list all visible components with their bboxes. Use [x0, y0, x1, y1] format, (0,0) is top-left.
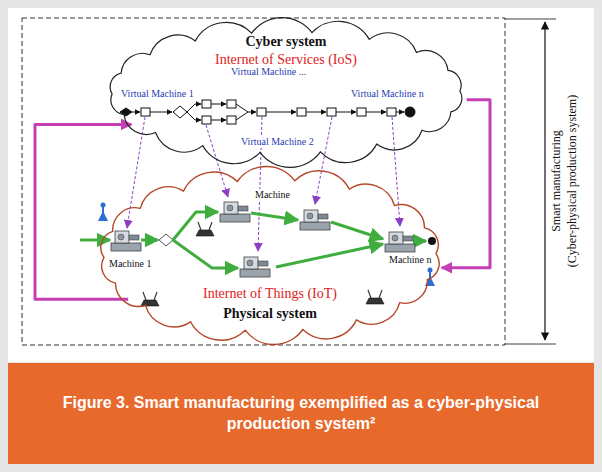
material-flow-part [141, 239, 158, 242]
service-chain-part [257, 108, 266, 116]
dashed-frame [22, 18, 505, 345]
scope-label: Smart manufacturing [550, 129, 564, 233]
cloud-subtitle: Internet of Things (IoT) [203, 286, 337, 302]
service-chain-part [211, 120, 226, 121]
material-flow-part [173, 240, 238, 268]
mapping-lines-part [392, 117, 400, 226]
machine-icons-part [385, 232, 415, 252]
service-chain-part [396, 112, 404, 113]
material-flow-part [428, 237, 436, 245]
router-icons-part [196, 222, 214, 236]
service-chain [120, 100, 415, 124]
service-chain-part [327, 108, 336, 116]
machine-icons-part [220, 202, 250, 222]
dashed-frame-part [22, 18, 505, 345]
virtual-machine-label: Virtual Machine 2 [240, 136, 315, 148]
service-chain-part [227, 100, 236, 108]
service-chain-part [306, 112, 326, 113]
service-chain-part [173, 106, 187, 118]
material-flow-part [173, 212, 218, 240]
virtual-machine-label: Virtual Machine 1 [120, 88, 195, 100]
figure-caption: Figure 3. Smart manufacturing exemplifie… [31, 393, 571, 435]
cloud-outline-path [101, 167, 439, 345]
material-flow-part [159, 234, 173, 246]
service-chain-part [227, 116, 236, 124]
material-flow-part [80, 239, 110, 242]
scope-label: (Cyber-physical production system) [566, 94, 580, 268]
feedback-arrow [442, 100, 490, 268]
service-chain-part [236, 104, 256, 112]
machine-label: Machine [254, 189, 291, 201]
antenna-icons-part [98, 203, 108, 222]
machine-icons-part [240, 257, 270, 277]
service-chain-part [211, 104, 226, 105]
antenna-icons [98, 203, 435, 287]
service-chain-part [336, 112, 356, 113]
service-chain-part [202, 100, 211, 108]
router-icons-part [141, 292, 159, 306]
machine-icons-part [300, 210, 330, 230]
service-chain-part [405, 107, 415, 117]
machine-icons [111, 202, 415, 277]
mapping-lines-part [315, 117, 332, 204]
material-flow-part [331, 222, 383, 239]
cloud-title: Physical system [223, 306, 317, 322]
service-chain-part [357, 108, 366, 116]
service-chain-part [187, 112, 201, 120]
scope-arrow-part [505, 19, 556, 20]
router-icons [141, 222, 384, 306]
service-chain-part [187, 104, 201, 112]
machine-label: Machine n [388, 254, 433, 266]
scope-arrow [505, 19, 556, 344]
service-chain-part [236, 112, 248, 120]
service-chain-part [132, 112, 140, 113]
service-chain-part [297, 108, 306, 116]
material-flow-part [251, 213, 298, 220]
material-flow-part [276, 244, 383, 267]
service-chain-part [266, 112, 296, 113]
virtual-machine-label: Virtual Machine ... [230, 66, 307, 78]
virtual-machine-label: Virtual Machine n [350, 88, 425, 100]
cloud-title: Cyber system [245, 34, 326, 50]
material-flow-part [416, 240, 426, 243]
machine-icons-part [111, 231, 141, 251]
feedback-arrow [35, 124, 131, 299]
mapping-lines [127, 117, 400, 251]
service-chain-part [150, 112, 172, 113]
mapping-lines-part [206, 125, 228, 197]
caption-band: Figure 3. Smart manufacturing exemplifie… [8, 363, 594, 464]
service-chain-part [387, 108, 396, 116]
service-chain-part [141, 108, 150, 116]
cloud-outline-path [110, 18, 462, 168]
service-chain-part [202, 116, 211, 124]
router-icons-part [366, 290, 384, 304]
machine-label: Machine 1 [108, 258, 153, 270]
service-chain-part [366, 112, 386, 113]
scope-arrow-part [544, 22, 545, 340]
scope-arrow-part [505, 344, 556, 345]
